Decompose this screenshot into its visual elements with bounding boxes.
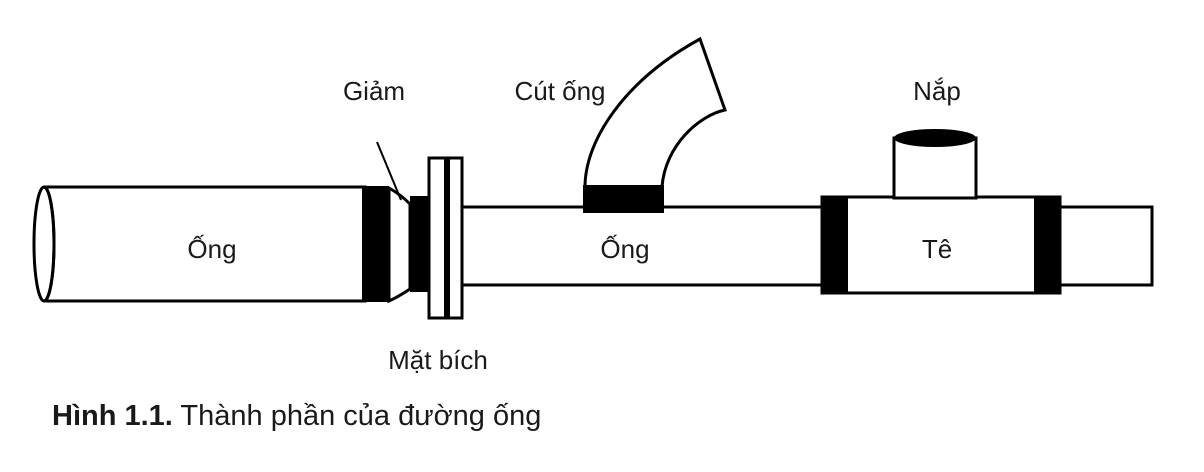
label-tee: Tê bbox=[922, 234, 952, 264]
label-pipe-left: Ống bbox=[187, 234, 236, 264]
flange bbox=[410, 156, 464, 320]
label-reducer: Giảm bbox=[343, 76, 405, 106]
label-pipe-middle: Ống bbox=[600, 234, 649, 264]
label-flange: Mặt bích bbox=[388, 345, 488, 375]
tee bbox=[820, 195, 1062, 295]
right-pipe bbox=[1056, 205, 1154, 287]
elbow bbox=[583, 36, 727, 213]
label-elbow: Cút ống bbox=[514, 76, 605, 106]
figure-title: Thành phần của đường ống bbox=[180, 400, 542, 432]
left-pipe-coupling bbox=[362, 186, 389, 302]
cap bbox=[892, 129, 978, 200]
figure-caption: Hình 1.1. Thành phần của đường ống bbox=[52, 400, 541, 433]
figure-number: Hình 1.1. bbox=[52, 400, 173, 432]
reducer-pointer-line bbox=[376, 141, 402, 201]
label-cap: Nắp bbox=[913, 76, 961, 106]
reducer-shape bbox=[387, 185, 412, 304]
